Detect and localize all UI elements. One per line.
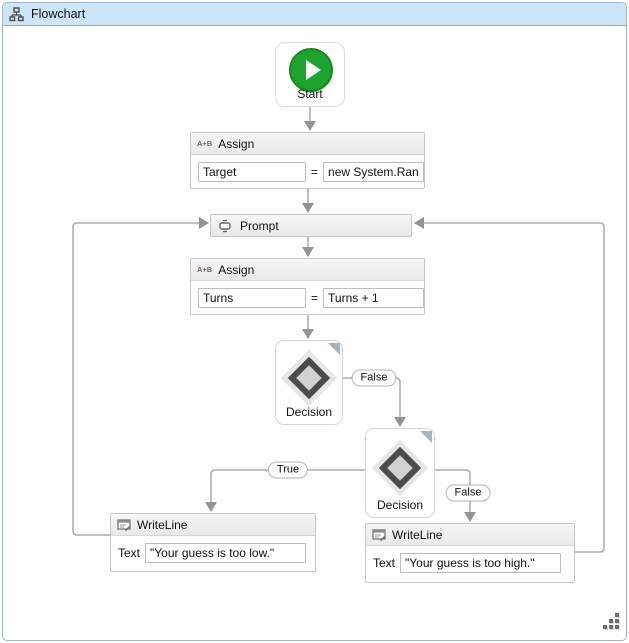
writeline-high-activity[interactable]: WriteLine Text — [365, 523, 575, 583]
decision-node-1[interactable]: Decision — [275, 340, 343, 425]
connector-writeline-low-loop-to-prompt[interactable] — [72, 222, 199, 536]
arrowhead-into-decision2[interactable] — [394, 417, 406, 427]
arrowhead-into-writeline-high[interactable] — [464, 512, 476, 522]
flowchart-title: Flowchart — [31, 7, 86, 21]
decision2-label: Decision — [376, 498, 424, 512]
play-icon — [306, 60, 321, 80]
assign-turns-title: Assign — [218, 262, 255, 277]
writeline-low-text-label: Text — [118, 546, 141, 560]
writeline-low-activity[interactable]: WriteLine Text — [110, 513, 316, 572]
connector-decision2-false-to-writeline-high[interactable] — [435, 469, 471, 512]
assign-turns-to-field[interactable] — [198, 288, 306, 308]
assign-target-activity[interactable]: A+B Assign = — [190, 132, 425, 189]
decision1-label: Decision — [285, 405, 333, 419]
resize-grip[interactable] — [603, 613, 621, 631]
start-icon — [289, 48, 333, 92]
arrowhead-into-decision1[interactable] — [302, 329, 314, 339]
assign-target-equals: = — [311, 165, 319, 179]
arrowhead-into-assign-turns[interactable] — [302, 247, 314, 257]
assign-turns-activity[interactable]: A+B Assign = — [190, 258, 425, 315]
assign-icon: A+B — [197, 139, 213, 148]
collapse-corner-icon[interactable] — [420, 431, 432, 443]
arrowhead-into-prompt-top[interactable] — [302, 203, 314, 213]
arrowhead-into-prompt-right[interactable] — [414, 217, 424, 229]
writeline-low-text-field[interactable] — [145, 543, 307, 563]
start-node[interactable]: Start — [275, 42, 345, 107]
assign-icon: A+B — [197, 265, 213, 274]
decision2-false-label[interactable]: False — [445, 484, 491, 502]
assign-target-header[interactable]: A+B Assign — [191, 133, 424, 155]
assign-target-value-field[interactable] — [323, 162, 425, 182]
connector-writeline-high-loop-to-prompt[interactable] — [424, 222, 605, 553]
start-label: Start — [297, 87, 323, 101]
writeline-high-text-label: Text — [373, 556, 396, 570]
writeline-low-header[interactable]: WriteLine — [111, 514, 315, 536]
prompt-title: Prompt — [240, 218, 279, 233]
decision2-true-label[interactable]: True — [267, 461, 309, 479]
arrowhead-into-prompt-left[interactable] — [199, 217, 209, 229]
assign-turns-header[interactable]: A+B Assign — [191, 259, 424, 281]
writeline-high-title: WriteLine — [392, 527, 443, 542]
arrowhead-into-writeline-low[interactable] — [205, 502, 217, 512]
connector-decision2-true-to-writeline-low[interactable] — [210, 469, 365, 502]
writeline-icon — [117, 518, 131, 532]
writeline-low-title: WriteLine — [137, 517, 188, 532]
assign-turns-value-field[interactable] — [323, 288, 425, 308]
prompt-activity[interactable]: Prompt — [210, 214, 412, 237]
writeline-high-header[interactable]: WriteLine — [366, 524, 574, 546]
writeline-icon — [372, 528, 386, 542]
assign-target-title: Assign — [218, 136, 255, 151]
decision-node-2[interactable]: Decision — [365, 428, 435, 518]
arrowhead-into-assign[interactable] — [304, 121, 316, 131]
assign-turns-equals: = — [311, 291, 319, 305]
writeline-high-text-field[interactable] — [400, 553, 562, 573]
decision1-false-label[interactable]: False — [351, 369, 397, 387]
collapse-corner-icon[interactable] — [328, 343, 340, 355]
flowchart-title-bar[interactable]: Flowchart — [3, 3, 626, 26]
flowchart-icon — [9, 6, 24, 22]
assign-target-to-field[interactable] — [198, 162, 306, 182]
prompt-icon — [218, 219, 232, 233]
